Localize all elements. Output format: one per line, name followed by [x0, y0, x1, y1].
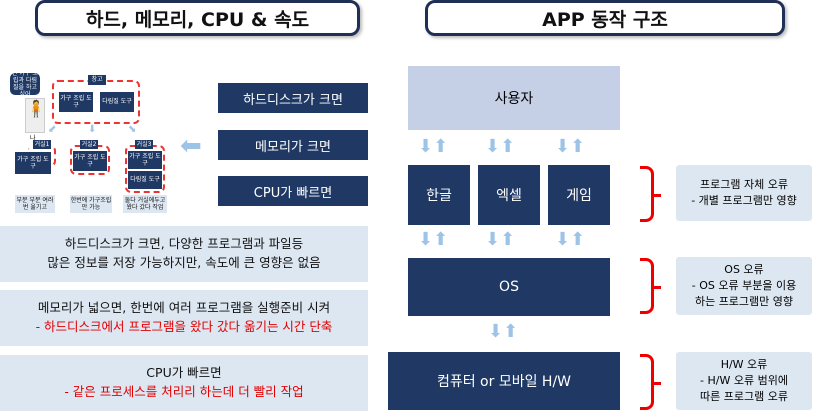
info-line: - H/W 오류 범위에: [700, 374, 788, 388]
cpu-button[interactable]: CPU가 빠르면: [218, 176, 368, 206]
arrows-icon: ⬇⬆: [488, 321, 519, 342]
arrows-icon: ⬇⬆: [555, 136, 586, 157]
os-box: OS: [408, 258, 610, 316]
note-line: 많은 정보를 저장 가능하지만, 속도에 큰 영향은 없음: [47, 255, 321, 270]
brace-icon: [640, 258, 661, 314]
user-box: 사용자: [408, 66, 620, 130]
info-line: OS 오류: [724, 263, 764, 277]
brace-icon: [640, 166, 661, 222]
app-game: 게임: [548, 165, 610, 225]
arrow-down-icon: ⬇: [88, 124, 97, 135]
room-item: 가구 조립 도구: [73, 151, 107, 171]
storage-box: 창고 가구 조립 도구 다림질 도구: [52, 75, 140, 124]
app-excel: 엑셀: [478, 165, 540, 225]
note-highlight: - 하드디스크에서 프로그램을 왔다 갔다 옮기는 시간 단축: [35, 319, 333, 334]
hdd-button[interactable]: 하드디스크가 크면: [218, 83, 368, 113]
app-error-info: 프로그램 자체 오류 - 개별 프로그램만 영향: [676, 165, 812, 221]
memory-note: 메모리가 넓으면, 한번에 여러 프로그램을 실행준비 시켜 - 하드디스크에서…: [0, 290, 368, 346]
arrows-icon: ⬇⬆: [555, 229, 586, 250]
hdd-note: 하드디스크가 크면, 다양한 프로그램과 파일등 많은 정보를 저장 가능하지만…: [0, 226, 368, 282]
info-line: - 개별 프로그램만 영향: [691, 194, 797, 207]
storage-item: 다림질 도구: [100, 92, 134, 112]
arrow-down-icon: ⬋: [48, 124, 57, 135]
memory-button[interactable]: 메모리가 크면: [218, 130, 368, 160]
left-title: 하드, 메모리, CPU & 속도: [35, 0, 360, 36]
info-line: H/W 오류: [720, 358, 768, 372]
room-note: 부분 부분 여러 번 옮기고: [15, 195, 55, 213]
room-label: 거실2: [80, 140, 98, 149]
storage-item: 가구 조립 도구: [59, 92, 93, 112]
arrow-left-icon: ⬅: [180, 131, 202, 161]
os-error-info: OS 오류 - OS 오류 부분을 이용 하는 프로그램만 영향: [676, 257, 812, 315]
right-title: APP 동작 구조: [425, 0, 785, 36]
room-note: 둘다 거실에두고 왔다 갔다 작업: [123, 195, 167, 213]
me-label: 나: [30, 135, 36, 142]
storage-label: 창고: [88, 75, 106, 85]
arrows-icon: ⬇⬆: [485, 136, 516, 157]
app-hangul: 한글: [408, 165, 470, 225]
speech-bubble: 난 가구 조립과 다림질을 하고 싶어: [10, 70, 40, 98]
brace-icon: [640, 354, 661, 410]
info-line: 프로그램 자체 오류: [700, 178, 788, 192]
arrows-icon: ⬇⬆: [485, 229, 516, 250]
note-line: 메모리가 넓으면, 한번에 여러 프로그램을 실행준비 시켜: [37, 300, 331, 316]
room-label: 거실1: [33, 140, 51, 149]
hw-box: 컴퓨터 or 모바일 H/W: [388, 352, 620, 410]
room-item: 가구 조립 도구: [15, 152, 51, 174]
info-line: 따른 프로그램 오류: [700, 389, 788, 403]
room-item: 다림질 도구: [128, 171, 162, 189]
person-icon: 🧍: [25, 98, 46, 133]
hw-error-info: H/W 오류 - H/W 오류 범위에 따른 프로그램 오류: [676, 352, 812, 410]
arrow-down-icon: ⬊: [128, 124, 137, 135]
cpu-note: CPU가 빠르면 - 같은 프로세스를 처리리 하는데 더 빨리 작업: [0, 355, 368, 411]
storage-diagram: 난 가구 조립과 다림질을 하고 싶어 🧍 나 창고 가구 조립 도구 다림질 …: [0, 65, 180, 220]
note-line: CPU가 빠르면: [146, 365, 222, 381]
info-line: - OS 오류 부분을 이용: [691, 279, 797, 293]
arrows-icon: ⬇⬆: [418, 229, 449, 250]
room-item: 가구 조립 도구: [128, 151, 162, 169]
note-highlight: - 같은 프로세스를 처리리 하는데 더 빨리 작업: [64, 384, 304, 399]
info-line: 하는 프로그램만 영향: [694, 294, 794, 308]
room-label: 거실3: [135, 140, 153, 149]
arrows-icon: ⬇⬆: [418, 136, 449, 157]
note-line: 하드디스크가 크면, 다양한 프로그램과 파일등: [64, 236, 304, 252]
room-note: 한번에 가구조립만 가능: [70, 195, 112, 213]
